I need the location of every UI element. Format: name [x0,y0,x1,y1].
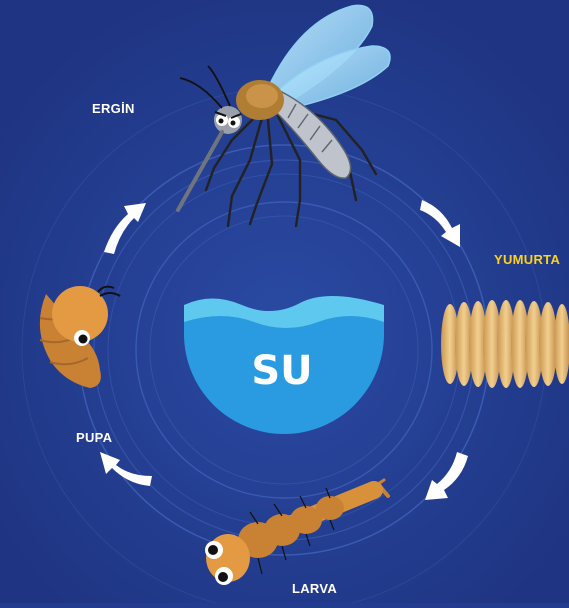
stage-label-pupa: PUPA [76,430,112,445]
stage-label-adult: ERGİN [92,101,135,116]
egg-raft-icon [441,300,569,388]
center-label: SU [232,348,332,394]
stage-label-egg: YUMURTA [494,252,560,267]
stage-label-larva: LARVA [292,581,337,596]
